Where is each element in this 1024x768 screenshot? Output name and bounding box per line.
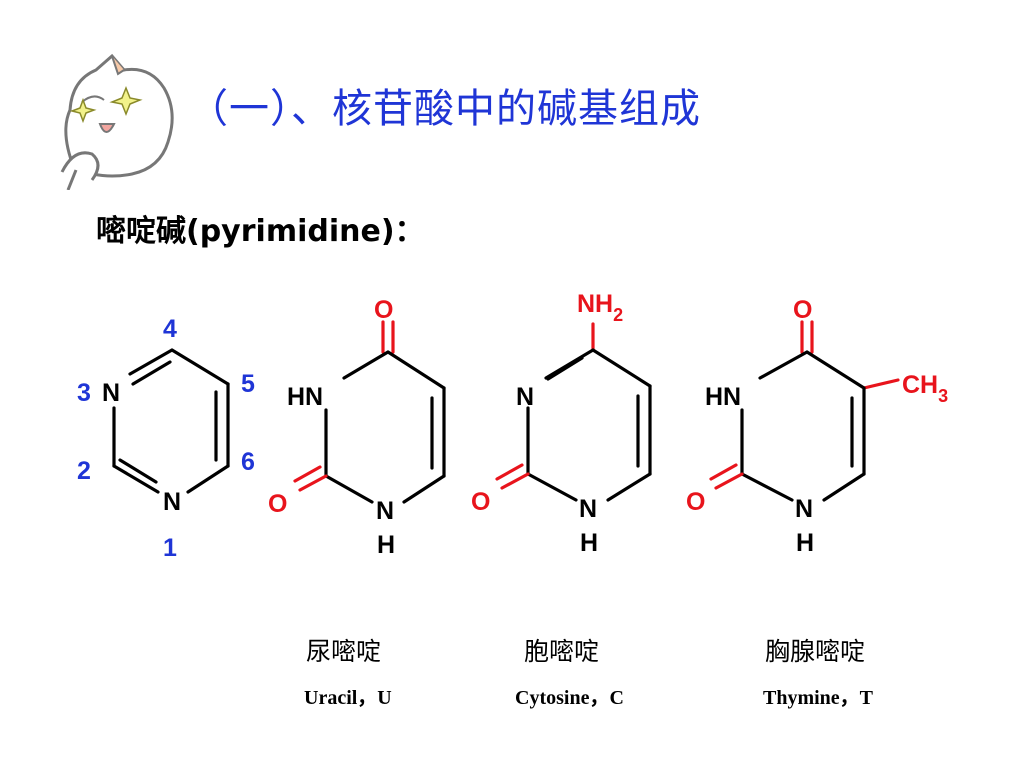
thymine-name-cn: 胸腺嘧啶 [765, 637, 866, 666]
thymine-structure: O HN CH3 O N H [686, 296, 948, 557]
thymine-name-en: Thymine，T [763, 687, 874, 709]
atom-h: H [580, 529, 598, 557]
atom-hn: HN [705, 383, 741, 411]
atom-n3: N [102, 379, 120, 407]
bond-n3-c4-double [131, 360, 172, 386]
cartoon-mascot-icon [60, 53, 174, 190]
bond-n1-c2 [324, 474, 374, 504]
bond-c2-o-double [495, 463, 524, 481]
bond-c2-o [298, 474, 328, 492]
bond-n1-c2-double [118, 458, 158, 484]
bond-c5-ch3 [862, 378, 900, 390]
atom-amino: NH2 [577, 290, 623, 325]
slide-title: （一）、核苷酸中的碱基组成 [188, 86, 701, 132]
uracil-name-cn: 尿嘧啶 [306, 637, 382, 666]
position-4: 4 [163, 315, 177, 343]
bond-n1-c2 [740, 472, 794, 502]
atom-o-left: O [471, 488, 490, 516]
bond-n1-c2 [526, 472, 578, 502]
atom-o-left: O [686, 488, 705, 516]
uracil-structure: O HN O N H [268, 296, 446, 559]
bond-c4-c5 [591, 348, 652, 388]
bond-c4-n3 [758, 350, 809, 380]
bond-c4-c5 [386, 350, 446, 390]
atom-methyl: CH3 [902, 371, 948, 406]
uracil-name-en: Uracil，U [304, 687, 392, 709]
section-subtitle: 嘧啶碱(pyrimidine)： [96, 214, 425, 249]
cytosine-name-en: Cytosine，C [515, 687, 624, 709]
bond-c4-c5 [805, 350, 866, 390]
pyrimidine-ring: N N 4 3 5 2 6 1 [77, 315, 255, 562]
bond-c4-c5 [170, 348, 230, 386]
bond-c4-n3 [342, 350, 390, 380]
atom-n1: N [579, 495, 597, 523]
bond-c6-n1 [606, 472, 652, 502]
position-2: 2 [77, 457, 91, 485]
bond-n1-c2 [112, 464, 160, 494]
bond-n3-c4 [128, 348, 174, 376]
atom-o-top: O [793, 296, 812, 324]
bond-c2-o [500, 472, 530, 490]
bond-c6-n1 [822, 472, 866, 502]
atom-o-left: O [268, 490, 287, 518]
position-3: 3 [77, 379, 91, 407]
atom-n1: N [795, 495, 813, 523]
position-6: 6 [241, 448, 255, 476]
position-1: 1 [163, 534, 177, 562]
atom-n1: N [376, 497, 394, 525]
cytosine-structure: NH2 N O N H [471, 290, 652, 557]
atom-h: H [377, 531, 395, 559]
position-5: 5 [241, 370, 255, 398]
bond-c2-o [714, 472, 744, 490]
atom-n1: N [163, 488, 181, 516]
cytosine-name-cn: 胞嘧啶 [524, 637, 600, 666]
atom-h: H [796, 529, 814, 557]
atom-o-top: O [374, 296, 393, 324]
bond-c6-n1 [402, 474, 446, 504]
bond-c2-o-double [293, 465, 322, 483]
bond-c2-o-double [709, 463, 738, 481]
bond-c6-n1 [186, 464, 230, 494]
atom-n3: N [516, 383, 534, 411]
atom-hn: HN [287, 383, 323, 411]
bond-c4-n3-double [546, 356, 584, 381]
